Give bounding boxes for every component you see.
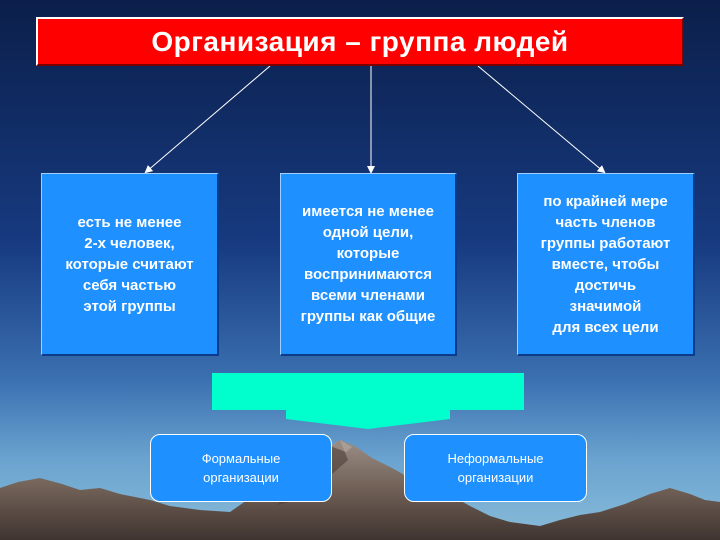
organization-type-label: Неформальные организации: [447, 451, 544, 485]
criterion-box-goal: имеется не менее одной цели, которые вос…: [280, 173, 457, 356]
page-title: Организация – группа людей: [151, 25, 569, 57]
informal-organizations-box: Неформальные организации: [404, 434, 587, 502]
connector-line-right: [477, 65, 606, 174]
title-banner: Организация – группа людей: [36, 17, 684, 66]
criterion-text: имеется не менее одной цели, которые вос…: [300, 203, 436, 325]
criterion-box-cooperation: по крайней мере часть членов группы рабо…: [517, 173, 695, 356]
connector-line-left: [144, 65, 271, 174]
formal-organizations-box: Формальные организации: [150, 434, 332, 502]
criterion-box-members: есть не менее 2-х человек, которые счита…: [41, 173, 219, 356]
criterion-text: есть не менее 2-х человек, которые счита…: [65, 213, 194, 315]
criterion-text: по крайней мере часть членов группы рабо…: [540, 192, 671, 336]
organization-type-label: Формальные организации: [201, 451, 281, 485]
